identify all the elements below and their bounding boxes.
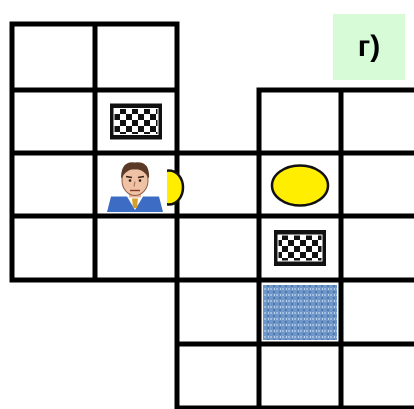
board-cell-r5-c4 [338, 341, 414, 409]
board-cell-r2-c2 [174, 150, 262, 219]
puzzle-label: г) [333, 14, 405, 80]
board-cell-r2-c0 [9, 150, 98, 219]
board-cell-r1-c3 [256, 87, 344, 156]
board-cell-r1-c4 [338, 87, 414, 156]
board-cell-r5-c2 [174, 341, 262, 409]
board-cell-r3-c0 [9, 213, 98, 283]
board-cell-r2-c4 [338, 150, 414, 219]
board-cell-r4-c4 [338, 277, 414, 347]
board-cell-r0-c1 [92, 21, 180, 93]
board-cell-r3-c4 [338, 213, 414, 283]
coin-icon [270, 164, 330, 207]
checkered-flag-icon [274, 230, 326, 266]
board-cell-r4-c2 [174, 277, 262, 347]
board-cell-r3-c2 [174, 213, 262, 283]
board-cell-r5-c3 [256, 341, 344, 409]
player-character-icon [103, 157, 167, 212]
puzzle-label-text: г) [357, 30, 381, 63]
board-cell-r3-c1 [92, 213, 180, 283]
board-cell-r0-c0 [9, 21, 98, 93]
board-cell-r1-c0 [9, 87, 98, 156]
checkered-flag-icon [110, 103, 162, 140]
water-tile-icon [263, 285, 337, 340]
